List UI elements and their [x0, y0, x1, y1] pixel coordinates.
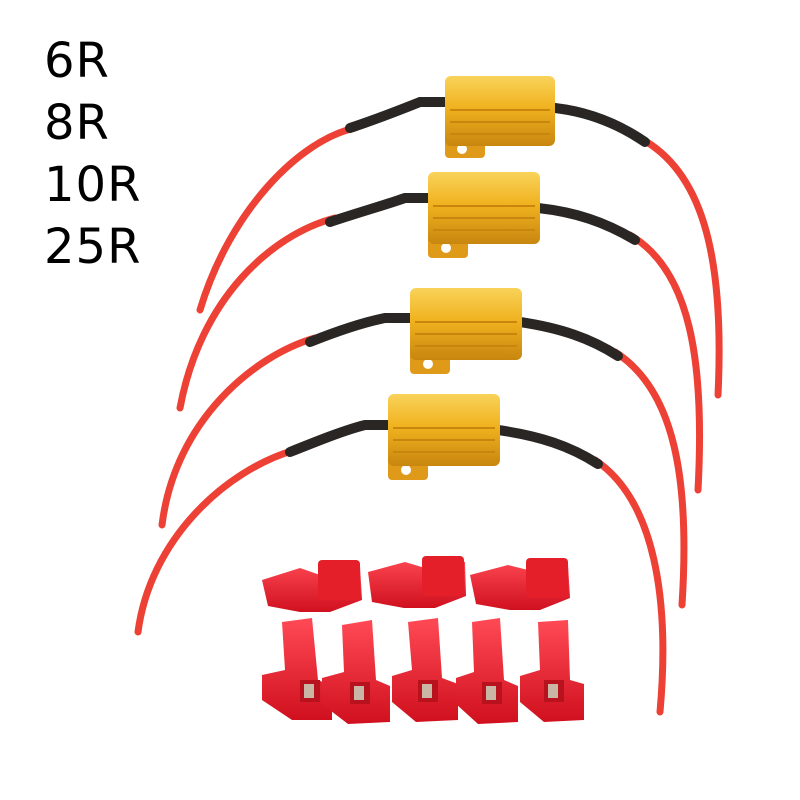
- gold-resistor-body: [410, 288, 522, 374]
- tap-connector-row-bottom: [262, 618, 584, 724]
- resistor-assembly-4: [134, 394, 667, 716]
- red-wire-left: [158, 334, 319, 529]
- tap-connector-row-top: [262, 556, 570, 612]
- heatshrink-right: [493, 425, 603, 469]
- red-wire-right: [636, 134, 723, 399]
- tap-connector-4: [262, 618, 332, 720]
- heatshrink-left: [325, 193, 433, 227]
- heatshrink-right: [515, 317, 623, 361]
- resistance-value-6r: 6R: [44, 33, 110, 89]
- tap-connector-8: [520, 620, 584, 722]
- heatshrink-left: [285, 420, 393, 457]
- resistor-assembly-1: [196, 76, 723, 399]
- tap-connector-5: [322, 620, 390, 724]
- gold-resistor-body: [445, 76, 555, 158]
- resistance-value-list: 6R 8R 10R 25R: [44, 30, 141, 278]
- red-wire-left: [196, 124, 359, 314]
- gold-resistor-body: [388, 394, 500, 480]
- red-wire-left: [134, 446, 299, 636]
- heatshrink-right: [533, 203, 640, 245]
- resistor-assembly-3: [158, 288, 688, 609]
- red-wire-left: [176, 214, 339, 412]
- resistance-value-25r: 25R: [44, 219, 142, 275]
- tap-connector-6: [392, 618, 458, 722]
- tap-connector-7: [456, 618, 518, 724]
- heatshrink-right: [550, 103, 650, 147]
- red-wire-right: [591, 456, 667, 716]
- gold-resistor-body: [428, 172, 540, 258]
- red-wire-right: [611, 348, 688, 609]
- resistance-value-10r: 10R: [44, 157, 142, 213]
- resistor-assembly-2: [176, 172, 704, 494]
- red-wire-right: [626, 231, 704, 494]
- tap-connector-1: [262, 560, 362, 612]
- resistance-value-8r: 8R: [44, 95, 110, 151]
- heatshrink-left: [305, 313, 415, 347]
- tap-connector-2: [368, 556, 466, 608]
- tap-connector-3: [470, 558, 570, 610]
- heatshrink-left: [345, 97, 450, 133]
